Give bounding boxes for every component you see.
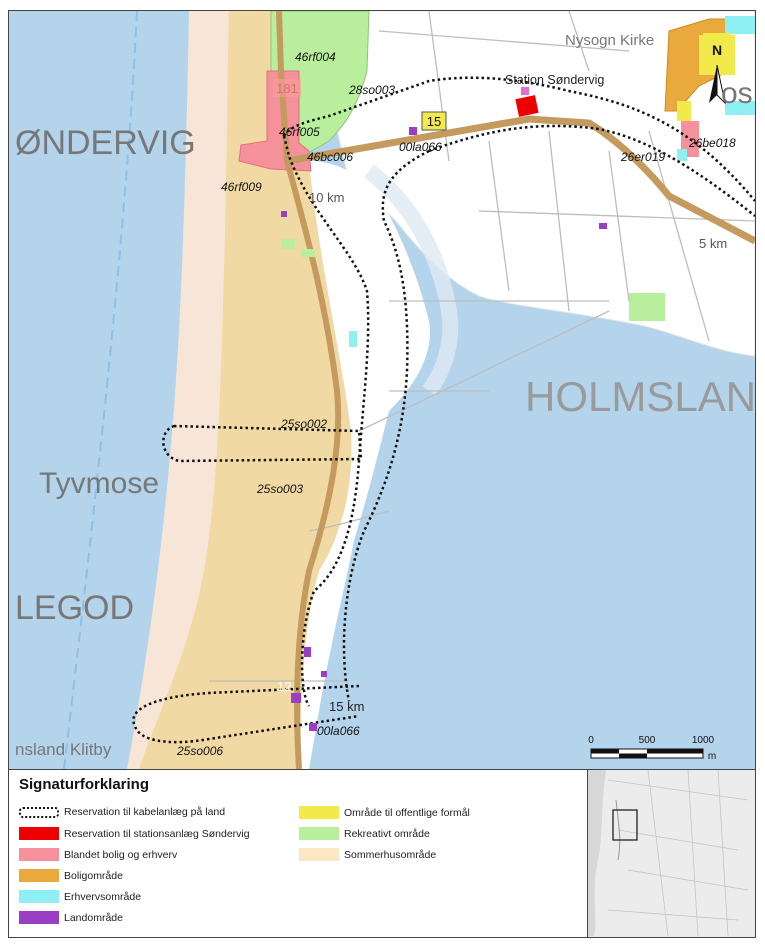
place-label-sondervig: ØNDERVIG [15, 124, 196, 162]
place-label-station: Station Søndervig [505, 73, 604, 87]
north-arrow-icon [703, 33, 731, 105]
north-arrow-label: N [712, 42, 722, 58]
overview-extent-box [612, 809, 638, 841]
place-label-tyvmose: Tyvmose [39, 467, 159, 500]
legend-item: Reservation til stationsanlæg Søndervig [19, 827, 250, 840]
place-label-kirke: Nysogn Kirke [565, 32, 654, 49]
legend-label: Erhvervsområde [64, 890, 142, 903]
plan-label-46rf005: 46rf005 [279, 125, 320, 139]
legend-label: Reservation til stationsanlæg Søndervig [64, 827, 250, 840]
legend-swatch [299, 848, 339, 861]
public-area-small [677, 101, 691, 121]
road-label-181: 181 [276, 81, 298, 96]
place-label-holmsland: HOLMSLAN [525, 373, 755, 420]
legend-item: Blandet bolig og erhverv [19, 848, 177, 861]
plan-label-00la066-north: 00la066 [399, 140, 442, 154]
scale-bar [590, 748, 704, 759]
scale-tick-0: 0 [588, 735, 594, 746]
shallow-water [364, 164, 459, 396]
plan-label-46rf009: 46rf009 [221, 180, 262, 194]
km-marker-12: 12 [277, 679, 291, 694]
minor-roads [209, 11, 755, 682]
map-figure: ØNDERVIG HOLMSLAN Tyvmose LEGOD nsland K… [8, 10, 756, 938]
scale-unit: m [708, 751, 716, 762]
scale-tick-1000: 1000 [692, 735, 715, 746]
recreational-patch [629, 293, 665, 321]
kirke-marker [521, 87, 529, 95]
road-label-15: 15 [427, 114, 441, 129]
cable-reservation-loop-north [162, 424, 363, 463]
km-marker-5: 5 km [699, 236, 727, 251]
legend-title: Signaturforklaring [19, 776, 150, 793]
road-15-shield [421, 111, 447, 131]
plan-label-46bc006: 46bc006 [307, 150, 353, 164]
scale-tick-500: 500 [639, 735, 656, 746]
rural-area-markers [281, 127, 607, 731]
legend-item: Reservation til kabelanlæg på land [19, 806, 225, 818]
legend-swatch [299, 827, 339, 840]
legend-item: Erhvervsområde [19, 890, 141, 903]
plan-label-28so003: 28so003 [348, 83, 395, 97]
legend-label: Sommerhusområde [344, 848, 437, 861]
km-marker-10: 10 km [309, 190, 344, 205]
plan-label-25so006: 25so006 [176, 744, 223, 758]
industry-area-small [677, 149, 687, 161]
legend-item: Rekreativt område [299, 827, 430, 840]
spit-land [300, 161, 430, 769]
place-label-klitby: nsland Klitby [15, 740, 112, 759]
legend-swatch [19, 869, 59, 882]
mixed-housing-east [681, 121, 699, 157]
legend-label: Område til offentlige formål [344, 806, 470, 819]
legend-label: Blandet bolig og erhverv [64, 848, 178, 861]
overview-map [587, 769, 755, 937]
cable-reservation-east [342, 149, 430, 702]
cable-reservation-west [282, 135, 370, 707]
legend-label: Landområde [64, 911, 123, 924]
mainland [308, 11, 755, 357]
legend-swatch [299, 806, 339, 819]
plan-label-25so002: 25so002 [280, 417, 327, 431]
plan-label-46rf004: 46rf004 [295, 50, 336, 64]
overview-sea [588, 770, 606, 936]
industry-area-east [725, 101, 755, 115]
map-area: ØNDERVIG HOLMSLAN Tyvmose LEGOD nsland K… [9, 11, 755, 769]
legend-swatch [19, 848, 59, 861]
km-marker-15: 15 km [329, 699, 364, 714]
legend: Signaturforklaring Reservation til kabel… [9, 769, 587, 937]
legend-label: Rekreativt område [344, 827, 430, 840]
cable-reservation-east-upper [282, 76, 755, 202]
legend-label: Reservation til kabelanlæg på land [64, 806, 226, 818]
plan-label-25so003: 25so003 [256, 482, 303, 496]
plan-label-00la066-south: 00la066 [317, 724, 360, 738]
legend-swatch [19, 806, 59, 818]
cable-reservation-loop-south [132, 684, 360, 744]
green-patch-2 [301, 249, 315, 257]
legend-item: Landområde [19, 911, 123, 924]
legend-swatch [19, 890, 59, 903]
cable-reservation-east-lower [428, 124, 755, 217]
road-181-shield [273, 79, 301, 97]
main-road-north-south [276, 11, 342, 769]
legend-item: Område til offentlige formål [299, 806, 470, 819]
legend-item: Sommerhusområde [299, 848, 436, 861]
plan-label-26er019: 26er019 [620, 150, 665, 164]
station-site [515, 95, 539, 117]
legend-label: Boligområde [64, 869, 123, 882]
legend-swatch [19, 827, 59, 840]
sea-depth-line [63, 11, 138, 769]
green-patch [281, 239, 295, 249]
industry-area [725, 16, 755, 34]
legend-item: Boligområde [19, 869, 123, 882]
industry-area-spit [349, 331, 357, 347]
place-label-legod: LEGOD [15, 589, 134, 627]
place-label-town-right: os [721, 77, 753, 110]
main-road-15 [286, 115, 755, 245]
plan-label-26be018: 26be018 [688, 136, 736, 150]
legend-swatch [19, 911, 59, 924]
